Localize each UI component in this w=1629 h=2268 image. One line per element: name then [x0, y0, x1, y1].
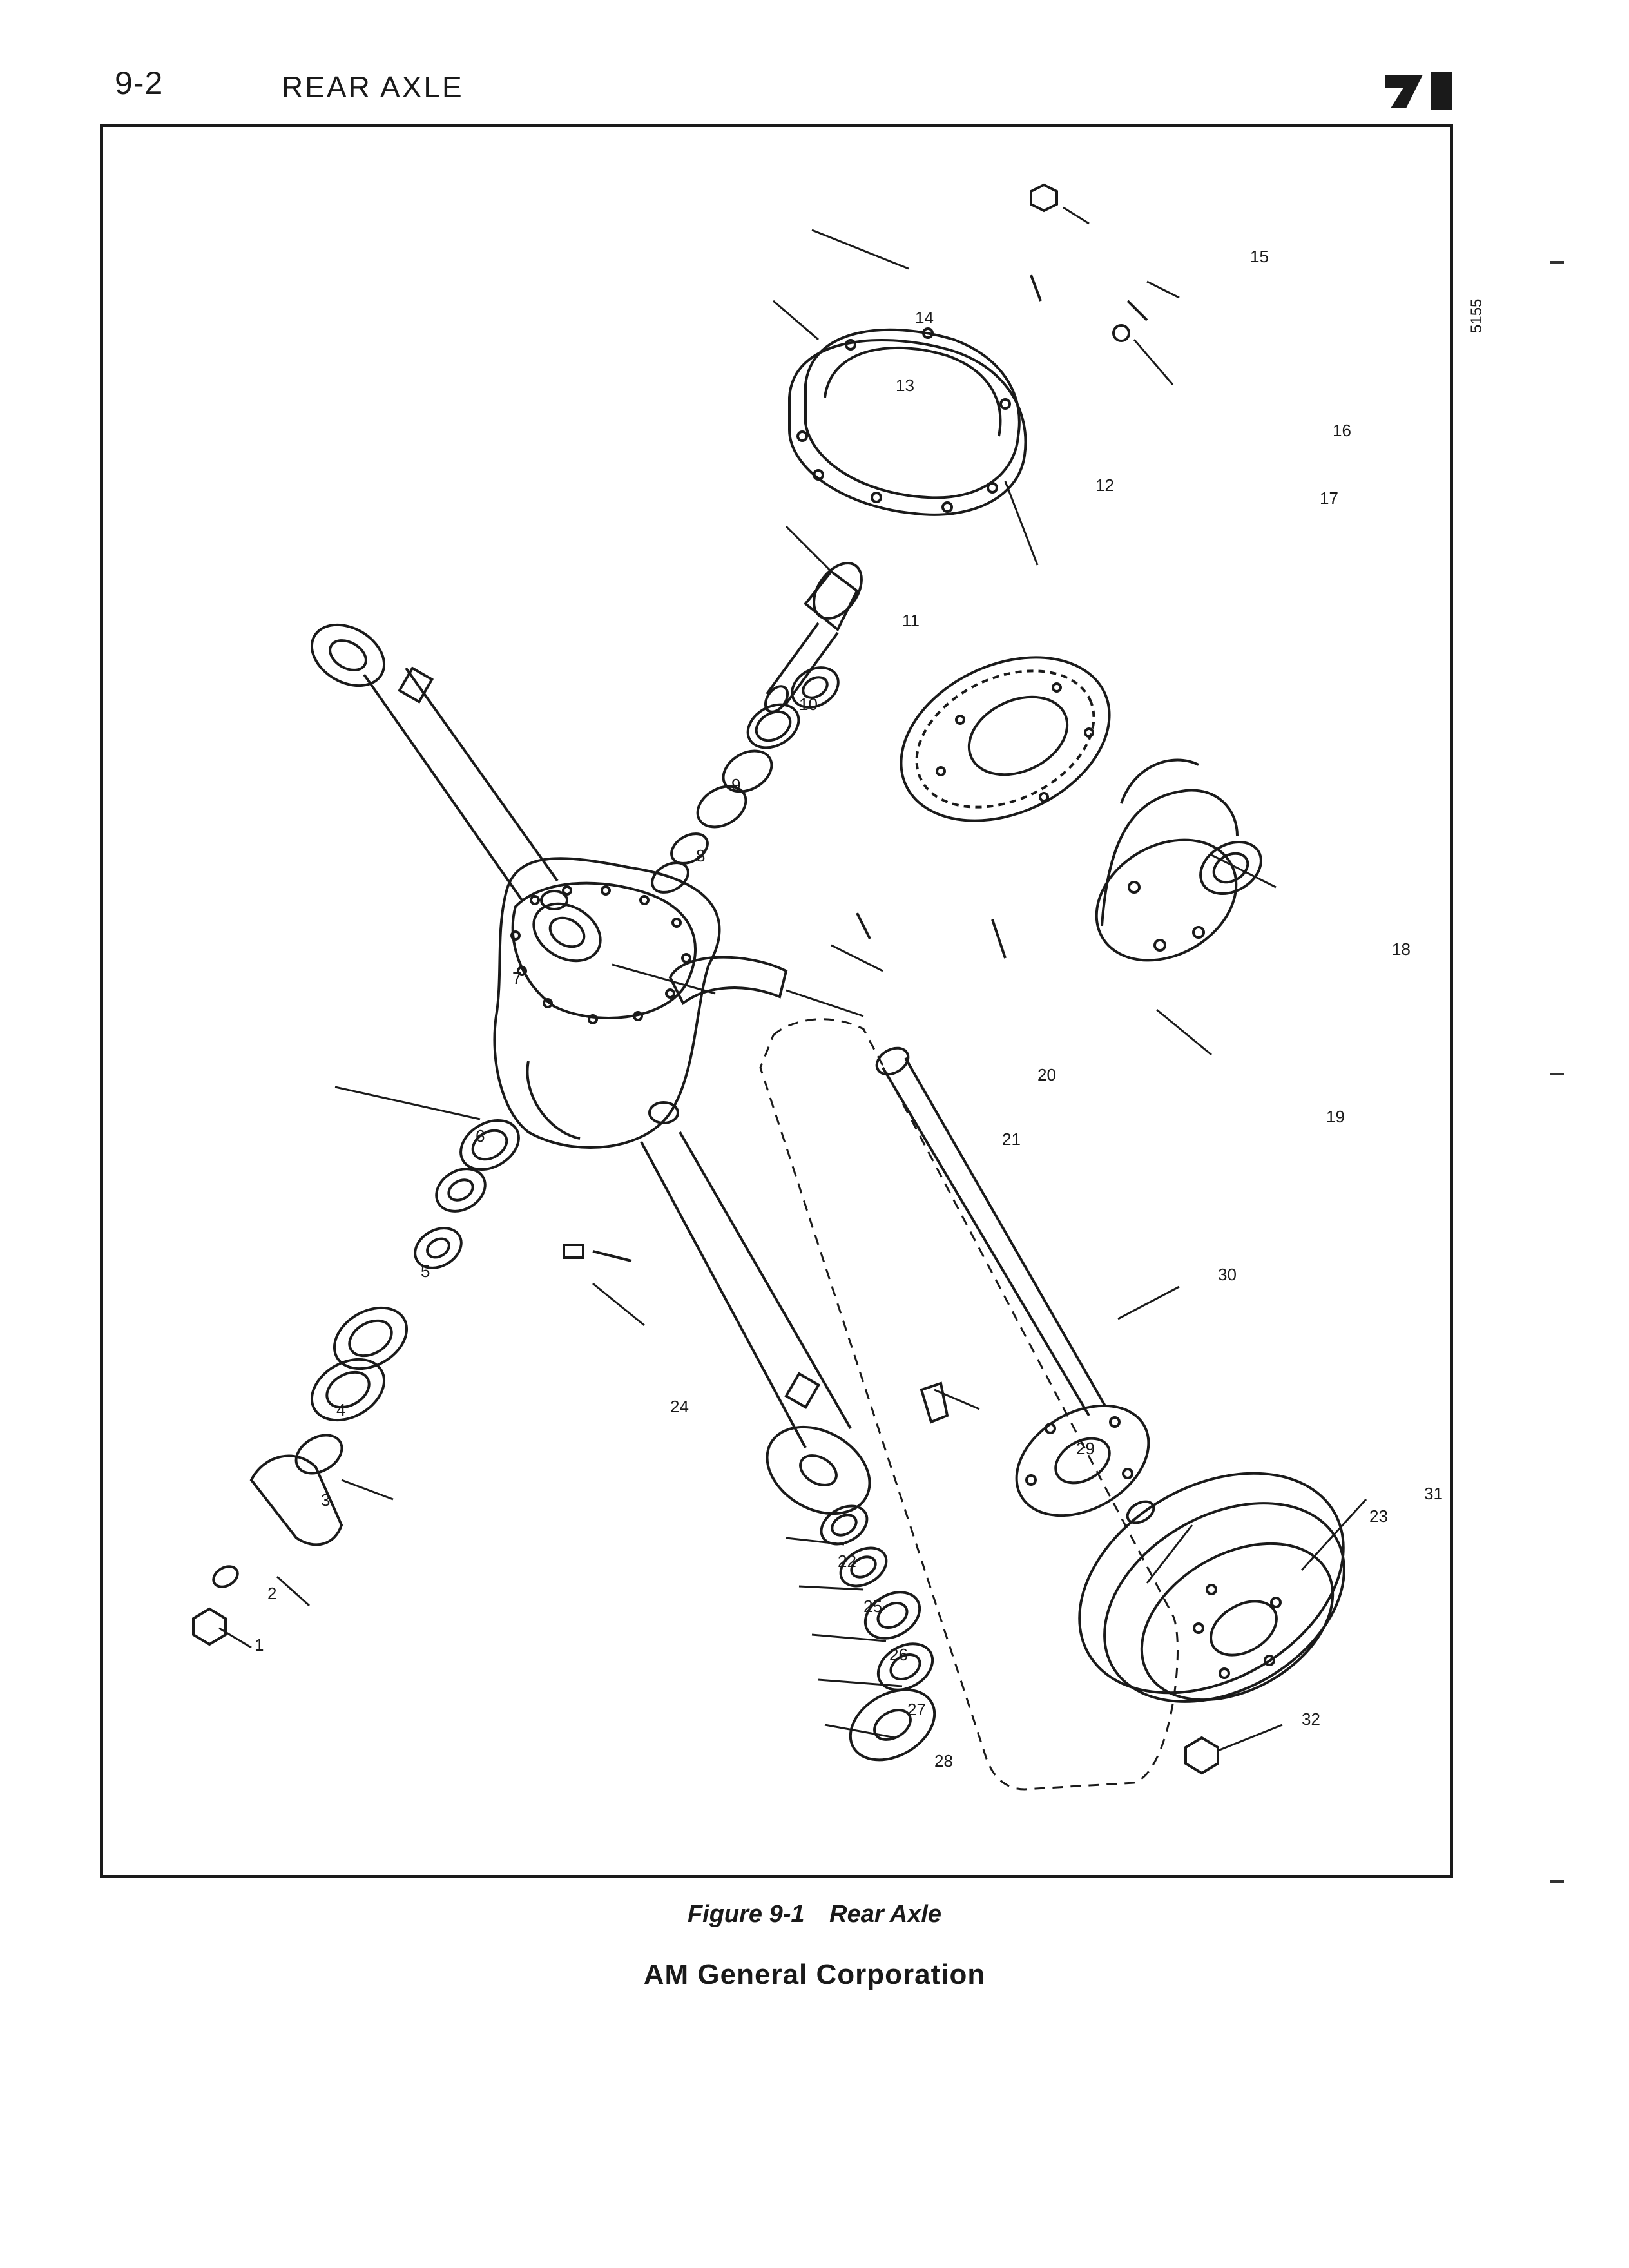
figure-frame: 1 2 3 4 5 6 7 8 9 10 11 12 13 14 15 16 1…	[100, 124, 1485, 1878]
callout-9: 9	[731, 775, 740, 794]
callout-20: 20	[1037, 1065, 1056, 1084]
callout-13: 13	[896, 376, 914, 395]
pinion-yoke	[192, 1434, 343, 1646]
axle-shaft	[875, 1046, 1150, 1517]
callout-32: 32	[1302, 1709, 1320, 1729]
callout-12: 12	[1095, 476, 1114, 495]
callout-14: 14	[915, 308, 934, 327]
callout-19: 19	[1326, 1107, 1345, 1126]
callout-2: 2	[267, 1584, 276, 1603]
section-title: REAR AXLE	[282, 70, 464, 104]
callout-1: 1	[255, 1635, 264, 1655]
callout-6: 6	[476, 1126, 485, 1146]
callout-labels: 1 2 3 4 5 6 7 8 9 10 11 12 13 14 15 16 1…	[255, 247, 1443, 1771]
callout-17: 17	[1320, 488, 1338, 508]
callout-24: 24	[670, 1397, 689, 1416]
group-outline	[759, 1018, 1179, 1791]
edge-mark	[1550, 1073, 1564, 1075]
callout-5: 5	[421, 1262, 430, 1281]
edge-mark	[1550, 261, 1564, 264]
callout-7: 7	[512, 968, 521, 988]
callout-31: 31	[1424, 1484, 1443, 1503]
brake-drum	[1078, 1472, 1345, 1775]
brand-logo-icon	[1385, 72, 1452, 110]
callout-27: 27	[907, 1700, 926, 1719]
callout-28: 28	[934, 1751, 953, 1771]
callout-15: 15	[1250, 247, 1269, 266]
small-hardware	[563, 183, 1148, 1762]
callout-25: 25	[863, 1597, 882, 1616]
figure-caption: Figure 9-1 Rear Axle	[0, 1901, 1629, 1928]
exploded-view-diagram: 1 2 3 4 5 6 7 8 9 10 11 12 13 14 15 16 1…	[192, 183, 1443, 1791]
page-number: 9-2	[115, 65, 164, 101]
leader-lines	[218, 206, 1367, 1752]
callout-18: 18	[1392, 939, 1411, 959]
art-reference-number: 5155	[1468, 298, 1485, 333]
figure-number: Figure 9-1	[687, 1901, 805, 1928]
callout-8: 8	[696, 846, 705, 865]
differential-case	[1095, 758, 1262, 962]
callout-10: 10	[799, 695, 818, 714]
bearings-and-shims	[310, 666, 934, 1691]
figure-title: Rear Axle	[829, 1901, 942, 1928]
axle-housing	[310, 623, 871, 1515]
edge-mark	[1550, 1880, 1564, 1883]
callout-4: 4	[336, 1400, 345, 1419]
callout-26: 26	[889, 1645, 908, 1664]
callout-30: 30	[1218, 1265, 1237, 1284]
callout-16: 16	[1333, 421, 1351, 440]
callout-22: 22	[838, 1552, 856, 1571]
callout-3: 3	[321, 1490, 330, 1510]
callout-29: 29	[1076, 1439, 1095, 1458]
callout-11: 11	[902, 611, 920, 630]
drive-pinion	[764, 562, 863, 713]
callout-23: 23	[1369, 1506, 1388, 1526]
ring-gear	[900, 656, 1111, 822]
callout-21: 21	[1002, 1129, 1021, 1149]
company-name: AM General Corporation	[643, 1959, 986, 1990]
differential-cover	[788, 327, 1027, 516]
